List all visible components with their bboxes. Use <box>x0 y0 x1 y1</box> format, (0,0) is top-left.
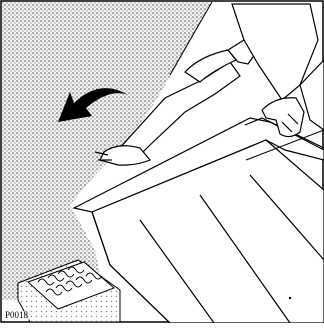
detail-dot <box>289 297 291 299</box>
figure-code: P0018 <box>4 311 29 320</box>
